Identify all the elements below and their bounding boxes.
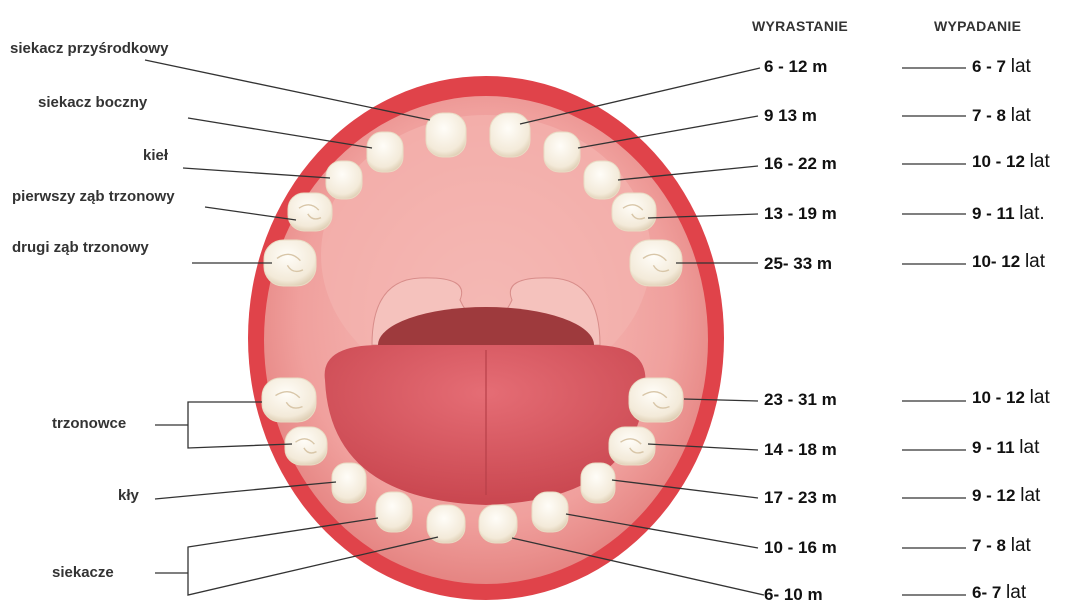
label-canine: kieł <box>143 147 168 165</box>
shed-value: 10 - 12 lat <box>972 152 1050 172</box>
upper-tooth <box>490 113 530 157</box>
shed-value: 9 - 11 lat <box>972 438 1039 458</box>
upper-tooth <box>612 193 656 231</box>
lower-tooth <box>427 505 465 543</box>
erupt-value: 9 13 m <box>764 106 817 126</box>
erupt-value: 10 - 16 m <box>764 538 837 558</box>
label-lateral-incisor: siekacz boczny <box>38 94 147 112</box>
erupt-value: 23 - 31 m <box>764 390 837 410</box>
upper-tooth <box>630 240 682 286</box>
lower-tooth <box>532 492 568 532</box>
erupt-value: 17 - 23 m <box>764 488 837 508</box>
header-erupt: WYRASTANIE <box>752 18 848 34</box>
lower-tooth <box>332 463 366 503</box>
shed-value: 7 - 8 lat <box>972 536 1031 556</box>
lower-tooth <box>285 427 327 465</box>
lower-tooth <box>609 427 655 465</box>
erupt-value: 13 - 19 m <box>764 204 837 224</box>
upper-tooth <box>426 113 466 157</box>
shed-value: 10 - 12 lat <box>972 388 1050 408</box>
upper-tooth <box>584 161 620 199</box>
label-second-molar: drugi ząb trzonowy <box>12 239 149 257</box>
shed-value: 6 - 7 lat <box>972 57 1031 77</box>
label-lower-molars: trzonowce <box>52 415 126 433</box>
upper-tooth <box>544 132 580 172</box>
header-shed: WYPADANIE <box>934 18 1021 34</box>
lower-tooth <box>479 505 517 543</box>
shed-value: 6- 7 lat <box>972 583 1026 603</box>
shed-value: 9 - 11 lat. <box>972 204 1045 224</box>
lower-tooth <box>376 492 412 532</box>
label-lower-canines: kły <box>118 487 139 505</box>
erupt-value: 16 - 22 m <box>764 154 837 174</box>
lower-tooth <box>262 378 316 422</box>
label-central-incisor: siekacz przyśrodkowy <box>10 40 168 58</box>
leader-line <box>145 60 430 120</box>
label-lower-incisors: siekacze <box>52 564 114 582</box>
upper-tooth <box>367 132 403 172</box>
upper-tooth <box>326 161 362 199</box>
shed-value: 9 - 12 lat <box>972 486 1040 506</box>
erupt-value: 6 - 12 m <box>764 57 827 77</box>
erupt-value: 14 - 18 m <box>764 440 837 460</box>
shed-value: 7 - 8 lat <box>972 106 1031 126</box>
erupt-value: 25- 33 m <box>764 254 832 274</box>
lower-tooth <box>581 463 615 503</box>
shed-value: 10- 12 lat <box>972 252 1045 272</box>
lower-tooth <box>629 378 683 422</box>
erupt-value: 6- 10 m <box>764 585 823 605</box>
label-first-molar: pierwszy ząb trzonowy <box>12 188 175 206</box>
upper-tooth <box>288 193 332 231</box>
